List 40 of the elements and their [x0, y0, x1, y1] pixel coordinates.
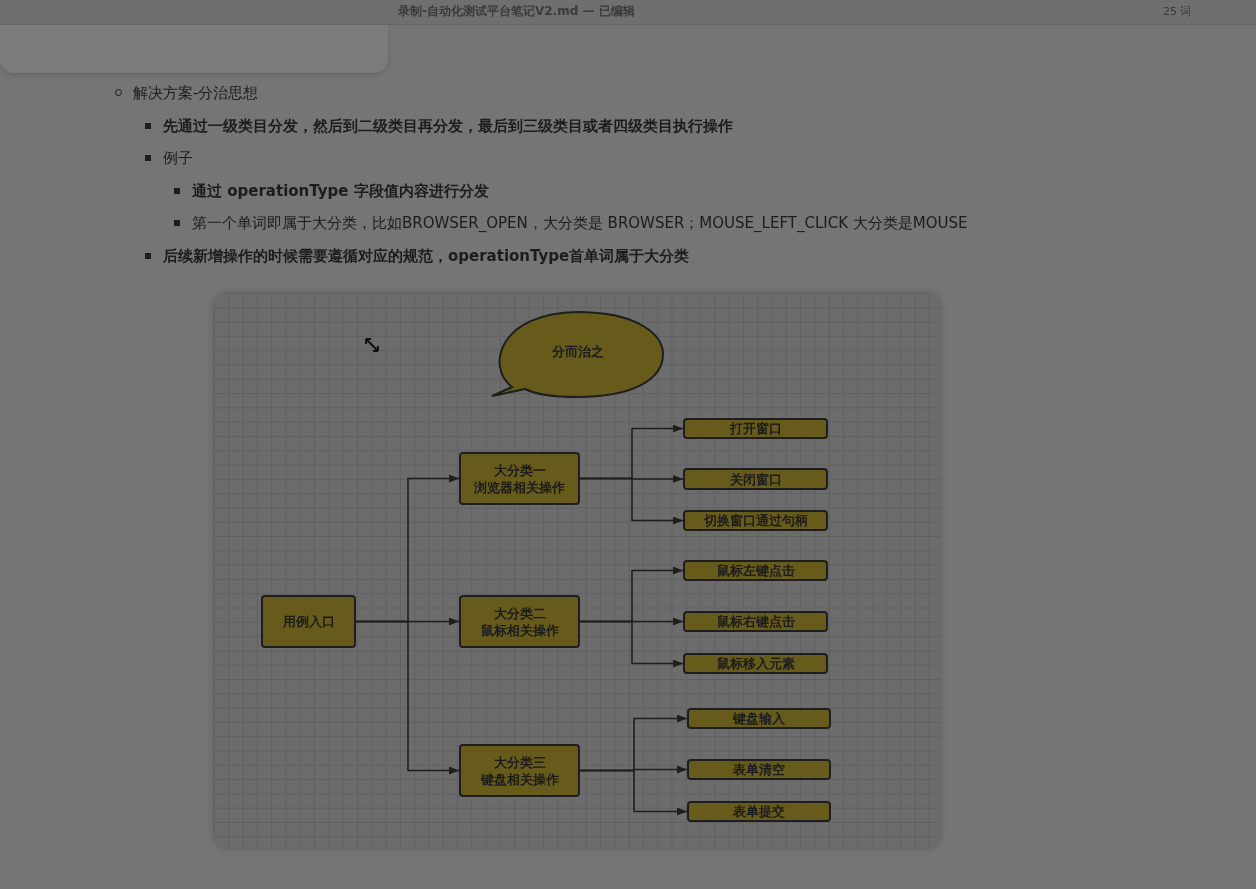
process-box: [261, 595, 356, 648]
node-text: 键盘输入: [733, 710, 785, 727]
node-text: 鼠标相关操作: [480, 621, 559, 639]
process-box: [683, 510, 828, 531]
text-label: 例子: [163, 148, 193, 168]
node-text: 切换窗口通过句柄: [703, 512, 808, 529]
node-text: 关闭窗口: [729, 470, 782, 488]
process-box: [683, 653, 828, 674]
process-box: [687, 801, 831, 822]
node-text: 键盘相关操作: [480, 770, 559, 788]
text-label: 解决方案-分治思想: [133, 83, 259, 103]
node-text: 鼠标移入元素: [716, 655, 795, 672]
process-box: [687, 759, 831, 780]
node-text: 表单清空: [733, 761, 785, 778]
process-box: [459, 744, 580, 797]
connector-arrow: [579, 477, 684, 525]
connector-arrow: [355, 620, 460, 775]
process-box: [459, 452, 580, 505]
node-text: 浏览器相关操作: [474, 478, 565, 496]
node-text: 大分类三: [493, 753, 546, 771]
node-text: 打开窗口: [729, 420, 782, 437]
process-box: [683, 418, 828, 439]
node-text: 鼠标右键点击: [716, 613, 795, 630]
process-box: [683, 468, 828, 490]
process-box: [683, 611, 828, 632]
text-label: 通过 operationType 字段值内容进行分发: [192, 181, 489, 201]
node-text: 用例入口: [282, 613, 335, 630]
connector-arrow: [579, 620, 684, 668]
text-label: 先通过一级类目分发，然后到二级类目再分发，最后到三级类目或者四级类目执行操作: [163, 116, 733, 136]
connector-arrow: [579, 769, 688, 816]
text-label: 第一个单词即属于大分类，比如BROWSER_OPEN，大分类是 BROWSER；MOUSE_LEFT_CLICK 大分类是MOUSE: [192, 213, 968, 233]
speech-bubble: [490, 311, 665, 398]
text-label: 后续新增操作的时候需要遵循对应的规范，operationType首单词属于大分类: [163, 246, 690, 266]
process-box: [687, 708, 831, 729]
node-text: 表单提交: [733, 803, 785, 820]
process-box: [683, 560, 828, 581]
node-text: 大分类二: [493, 604, 546, 622]
node-text: 鼠标左键点击: [716, 562, 795, 579]
node-text: 分而治之: [551, 343, 604, 360]
process-box: [459, 595, 580, 648]
